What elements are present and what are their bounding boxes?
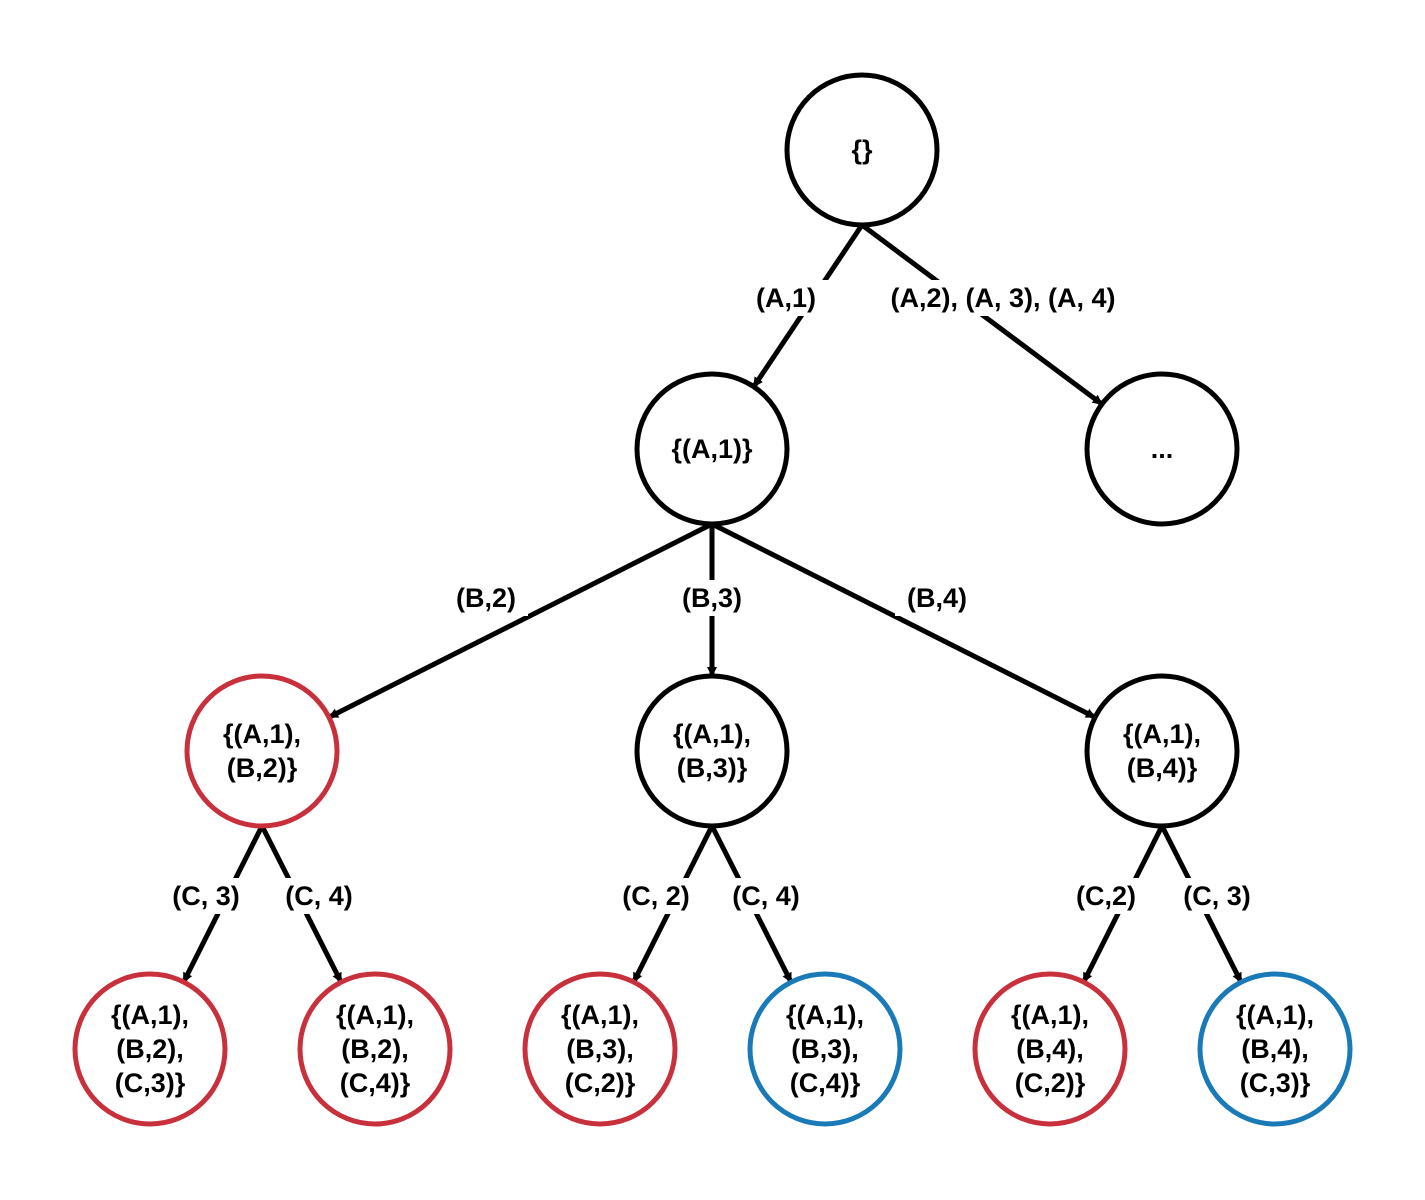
node-label-line: (B,3)} [677, 753, 748, 783]
node-label-line: {(A,1), [111, 1000, 189, 1030]
node-label-line: (C,2)} [1015, 1068, 1086, 1098]
node-circle [972, 971, 1128, 1127]
node-a1b4c3: {(A,1), (B,4), (C,3)} [1197, 971, 1353, 1127]
node-label-line: (B,4), [1241, 1034, 1309, 1064]
node-a1b4: {(A,1), (B,4)} [1084, 673, 1240, 829]
edge-root-to-a1: (A,1) [744, 223, 865, 389]
edge-label: (C, 2) [622, 881, 690, 911]
node-label-line: (C,3)} [115, 1068, 186, 1098]
node-label-line: ... [1151, 434, 1174, 464]
node-label-line: (B,3), [791, 1034, 859, 1064]
node-circle [184, 673, 340, 829]
node-label-line: {(A,1)} [671, 434, 753, 464]
edge-label: (B,2) [456, 583, 516, 613]
node-label-line: (B,4), [1016, 1034, 1084, 1064]
edge-arrow [327, 521, 714, 720]
node-circle [72, 971, 228, 1127]
edge-label-background [1066, 878, 1146, 914]
node-label-line: (B,2)} [227, 753, 298, 783]
edge-label: (C, 4) [732, 881, 800, 911]
edge-label-background [444, 580, 528, 616]
edge-label: (A,1) [756, 283, 816, 313]
node-more: ... [1084, 371, 1240, 527]
node-circle [634, 371, 790, 527]
node-a1: {(A,1)} [634, 371, 790, 527]
edge-a1b4-to-a1b4c3: (C, 3) [1159, 824, 1262, 984]
node-label-line: {} [851, 135, 873, 165]
edge-a1b2-to-a1b2c3: (C, 3) [161, 824, 265, 984]
edge-label: (B,4) [907, 583, 967, 613]
node-a1b2c3: {(A,1), (B,2), (C,3)} [72, 971, 228, 1127]
node-circle [784, 72, 940, 228]
node-circle [1084, 371, 1240, 527]
node-label-line: {(A,1), [336, 1000, 414, 1030]
node-a1b3c2: {(A,1), (B,3), (C,2)} [522, 971, 678, 1127]
node-a1b2c4: {(A,1), (B,2), (C,4)} [297, 971, 453, 1127]
edge-label-background [858, 280, 1148, 316]
node-label-line: {(A,1), [1123, 719, 1201, 749]
node-root: {} [784, 72, 940, 228]
edge-a1-to-a1b3: (B,3) [670, 524, 754, 677]
edge-a1b3-to-a1b3c2: (C, 2) [611, 824, 715, 984]
edge-arrow [710, 521, 1097, 720]
edge-label: (C, 3) [172, 881, 240, 911]
node-a1b4c2: {(A,1), (B,4), (C,2)} [972, 971, 1128, 1127]
node-circle [634, 673, 790, 829]
node-label-line: {(A,1), [1236, 1000, 1314, 1030]
node-label-line: {(A,1), [561, 1000, 639, 1030]
edge-label-background [1172, 878, 1262, 914]
edge-a1-to-a1b4: (B,4) [710, 521, 1097, 720]
edge-label: (A,2), (A, 3), (A, 4) [890, 283, 1115, 313]
node-label-line: (C,3)} [1240, 1068, 1311, 1098]
edge-label-background [895, 580, 979, 616]
node-label-line: (B,2), [341, 1034, 409, 1064]
edge-label-background [161, 878, 251, 914]
node-label-line: (C,4)} [340, 1068, 411, 1098]
node-circle [1084, 673, 1240, 829]
edge-a1b4-to-a1b4c2: (C,2) [1066, 824, 1165, 984]
node-circle [1197, 971, 1353, 1127]
node-label-line: (B,3), [566, 1034, 634, 1064]
edge-a1b3-to-a1b3c4: (C, 4) [709, 824, 811, 984]
node-label-line: {(A,1), [786, 1000, 864, 1030]
edge-label: (C, 4) [285, 881, 353, 911]
edge-label: (C,2) [1076, 881, 1136, 911]
node-circle [297, 971, 453, 1127]
edge-label: (C, 3) [1183, 881, 1251, 911]
edge-label-background [611, 878, 701, 914]
node-label-line: (C,2)} [565, 1068, 636, 1098]
node-label-line: (B,2), [116, 1034, 184, 1064]
edge-label: (B,3) [682, 583, 742, 613]
edge-label-background [670, 580, 754, 616]
edge-a1-to-a1b2: (B,2) [327, 521, 714, 720]
node-label-line: (C,4)} [790, 1068, 861, 1098]
edge-root-to-more: (A,2), (A, 3), (A, 4) [858, 222, 1148, 407]
edges-layer: (A,1) (A,2), (A, 3), (A, 4) (B,2) (B,3) (B,4… [161, 222, 1262, 984]
node-a1b3c4: {(A,1), (B,3), (C,4)} [747, 971, 903, 1127]
node-a1b3: {(A,1), (B,3)} [634, 673, 790, 829]
node-label-line: {(A,1), [1011, 1000, 1089, 1030]
edge-a1b2-to-a1b2c4: (C, 4) [259, 824, 364, 984]
edge-label-background [274, 878, 364, 914]
node-label-line: {(A,1), [673, 719, 751, 749]
node-a1b2: {(A,1), (B,2)} [184, 673, 340, 829]
node-label-line: (B,4)} [1127, 753, 1198, 783]
node-circle [747, 971, 903, 1127]
node-circle [522, 971, 678, 1127]
node-label-line: {(A,1), [223, 719, 301, 749]
edge-label-background [721, 878, 811, 914]
edge-label-background [744, 280, 828, 316]
nodes-layer: {}{(A,1)}...{(A,1),(B,2)}{(A,1),(B,3)}{(… [72, 72, 1353, 1127]
